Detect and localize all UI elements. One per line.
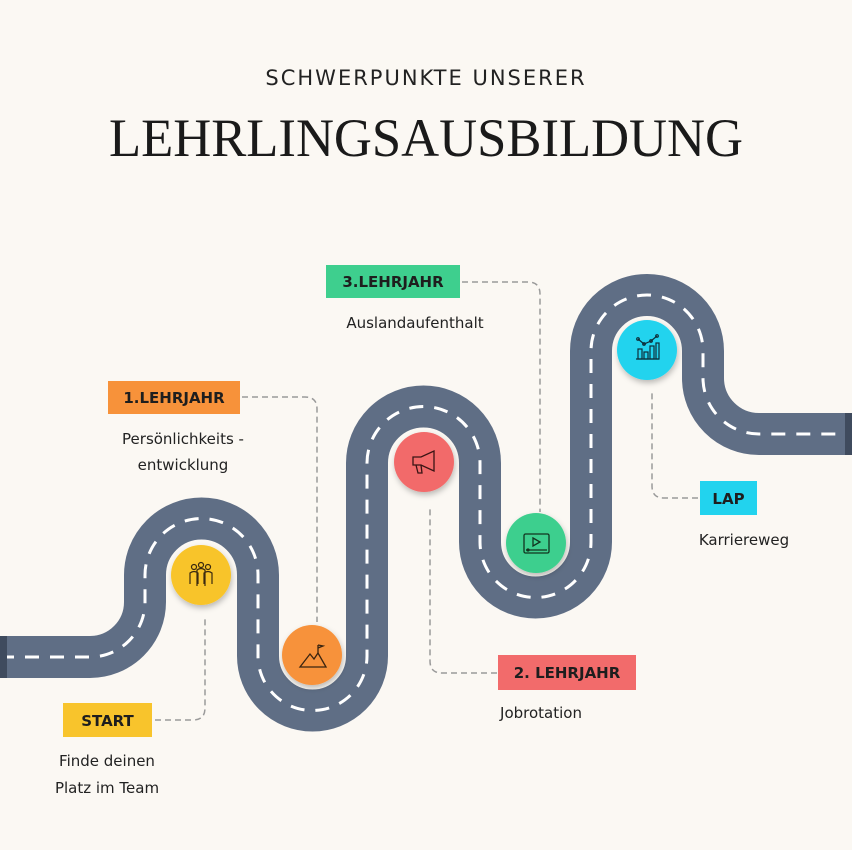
lap-label: LAP	[712, 490, 744, 508]
chart-icon	[636, 334, 660, 360]
year2-badge	[498, 655, 636, 690]
milestone-year1-marker	[282, 625, 342, 685]
year1-description-line1: Persönlichkeits -	[122, 430, 244, 448]
milestone-year1: 1.LEHRJAHR Persönlichkeits - entwicklung	[108, 381, 244, 474]
start-label: START	[81, 712, 134, 730]
milestone-lap-marker	[617, 320, 677, 380]
milestone-year3: 3.LEHRJAHR Auslandaufenthalt	[326, 265, 484, 332]
year1-description-line2: entwicklung	[138, 456, 229, 474]
year1-badge	[108, 381, 240, 414]
start-description-line2: Platz im Team	[55, 779, 159, 797]
start-badge	[63, 703, 152, 737]
milestone-year3-marker	[506, 513, 566, 573]
page-title: LEHRLINGSAUSBILDUNG	[109, 108, 743, 168]
year2-description: Jobrotation	[499, 704, 582, 722]
milestone-start: START Finde deinen Platz im Team	[55, 703, 159, 797]
connector-year2	[429, 508, 497, 674]
year1-label: 1.LEHRJAHR	[123, 389, 225, 407]
connector-year3	[462, 281, 541, 512]
lap-description: Karriereweg	[699, 531, 789, 549]
connector-year1	[242, 396, 318, 622]
video-player-icon	[523, 533, 550, 554]
road-end-cap	[845, 413, 852, 455]
connector-lap	[651, 393, 698, 499]
road-start-cap	[0, 636, 7, 678]
connectors	[155, 281, 698, 721]
megaphone-icon	[412, 449, 435, 474]
milestone-year2: 2. LEHRJAHR Jobrotation	[498, 655, 636, 722]
subtitle: SCHWERPUNKTE UNSERER	[265, 66, 586, 90]
year3-label: 3.LEHRJAHR	[342, 273, 444, 291]
year3-description: Auslandaufenthalt	[346, 314, 483, 332]
road-lane-markings	[0, 293, 852, 712]
road	[0, 274, 852, 732]
year3-badge	[326, 265, 460, 298]
connector-start	[155, 618, 206, 721]
milestone-start-marker	[171, 545, 231, 605]
mountain-flag-icon	[298, 644, 328, 668]
lap-badge	[700, 481, 757, 515]
team-icon	[189, 561, 213, 586]
milestone-year2-marker	[394, 432, 454, 492]
year2-label: 2. LEHRJAHR	[514, 664, 621, 682]
start-description-line1: Finde deinen	[59, 752, 155, 770]
milestone-lap: LAP Karriereweg	[699, 481, 789, 549]
